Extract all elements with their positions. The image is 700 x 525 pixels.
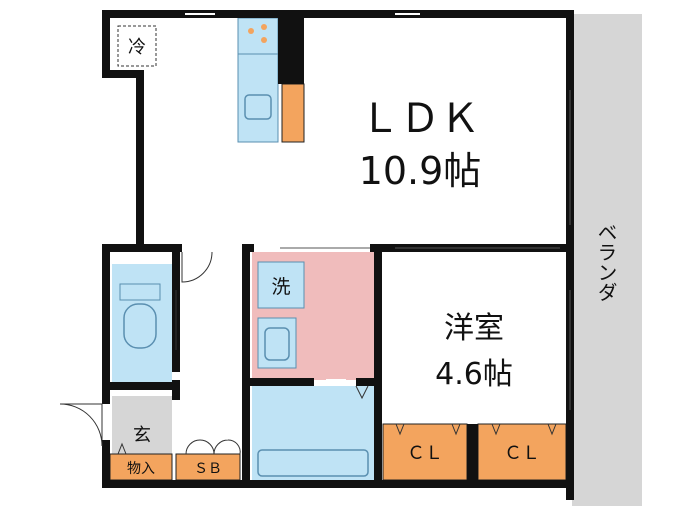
wash-basin-bowl bbox=[264, 327, 290, 361]
window-frames bbox=[280, 90, 571, 410]
bathtub bbox=[257, 449, 369, 477]
kitchen-sink bbox=[244, 94, 272, 120]
western-size: 4.6帖 bbox=[435, 357, 513, 392]
kitchen-cabinet bbox=[281, 83, 305, 143]
veranda-label: ベランダ bbox=[594, 222, 618, 302]
doors bbox=[59, 251, 557, 455]
shoe-box-label: ＳＢ bbox=[194, 461, 222, 477]
washing-machine bbox=[257, 261, 305, 309]
toilet-tank bbox=[119, 283, 161, 301]
closet-1-label: ＣＬ bbox=[407, 443, 443, 464]
fridge-label: 冷 bbox=[128, 37, 146, 58]
burner bbox=[261, 37, 267, 43]
fridge-box bbox=[117, 25, 157, 67]
shoe-box bbox=[175, 453, 241, 481]
burner bbox=[261, 24, 267, 30]
stove-counter bbox=[237, 17, 279, 55]
ldk-label: ＬＤＫ bbox=[360, 96, 480, 142]
western-label: 洋室 bbox=[444, 311, 504, 346]
closet-1 bbox=[382, 423, 468, 481]
washer-label: 洗 bbox=[271, 276, 290, 298]
toilet-bowl bbox=[123, 303, 157, 349]
closet-2-label: ＣＬ bbox=[504, 443, 540, 464]
entrance-label: 玄 bbox=[133, 425, 151, 446]
veranda-area bbox=[572, 14, 642, 506]
storage-label: 物入 bbox=[127, 461, 155, 477]
ldk-size: 10.9帖 bbox=[359, 149, 482, 193]
burner bbox=[248, 28, 254, 34]
